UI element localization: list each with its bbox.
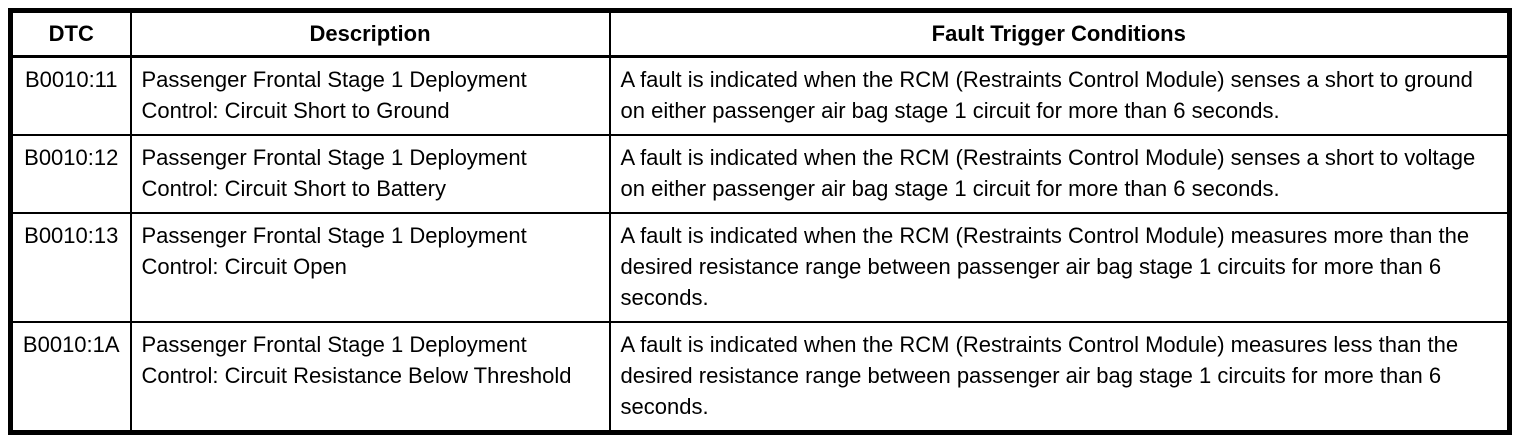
description-cell: Passenger Frontal Stage 1 Deployment Con… — [129, 55, 611, 136]
col-header-fault-trigger-conditions: Fault Trigger Conditions — [608, 9, 1511, 58]
fault-conditions-cell: A fault is indicated when the RCM (Restr… — [608, 212, 1511, 323]
description-cell: Passenger Frontal Stage 1 Deployment Con… — [129, 212, 611, 323]
col-header-dtc: DTC — [9, 9, 132, 58]
dtc-code-cell: B0010:1A — [9, 321, 132, 434]
table-row: B0010:11 Passenger Frontal Stage 1 Deplo… — [9, 55, 1511, 136]
fault-conditions-cell: A fault is indicated when the RCM (Restr… — [608, 321, 1511, 434]
fault-conditions-cell: A fault is indicated when the RCM (Restr… — [608, 134, 1511, 214]
dtc-fault-table: DTC Description Fault Trigger Conditions… — [8, 8, 1512, 435]
description-cell: Passenger Frontal Stage 1 Deployment Con… — [129, 321, 611, 434]
table-row: B0010:13 Passenger Frontal Stage 1 Deplo… — [9, 212, 1511, 323]
description-cell: Passenger Frontal Stage 1 Deployment Con… — [129, 134, 611, 214]
col-header-description: Description — [129, 9, 611, 58]
dtc-code-cell: B0010:11 — [9, 55, 132, 136]
fault-conditions-cell: A fault is indicated when the RCM (Restr… — [608, 55, 1511, 136]
table-row: B0010:1A Passenger Frontal Stage 1 Deplo… — [9, 321, 1511, 434]
dtc-code-cell: B0010:13 — [9, 212, 132, 323]
table-row: B0010:12 Passenger Frontal Stage 1 Deplo… — [9, 134, 1511, 214]
dtc-code-cell: B0010:12 — [9, 134, 132, 214]
header-row: DTC Description Fault Trigger Conditions — [9, 9, 1511, 58]
